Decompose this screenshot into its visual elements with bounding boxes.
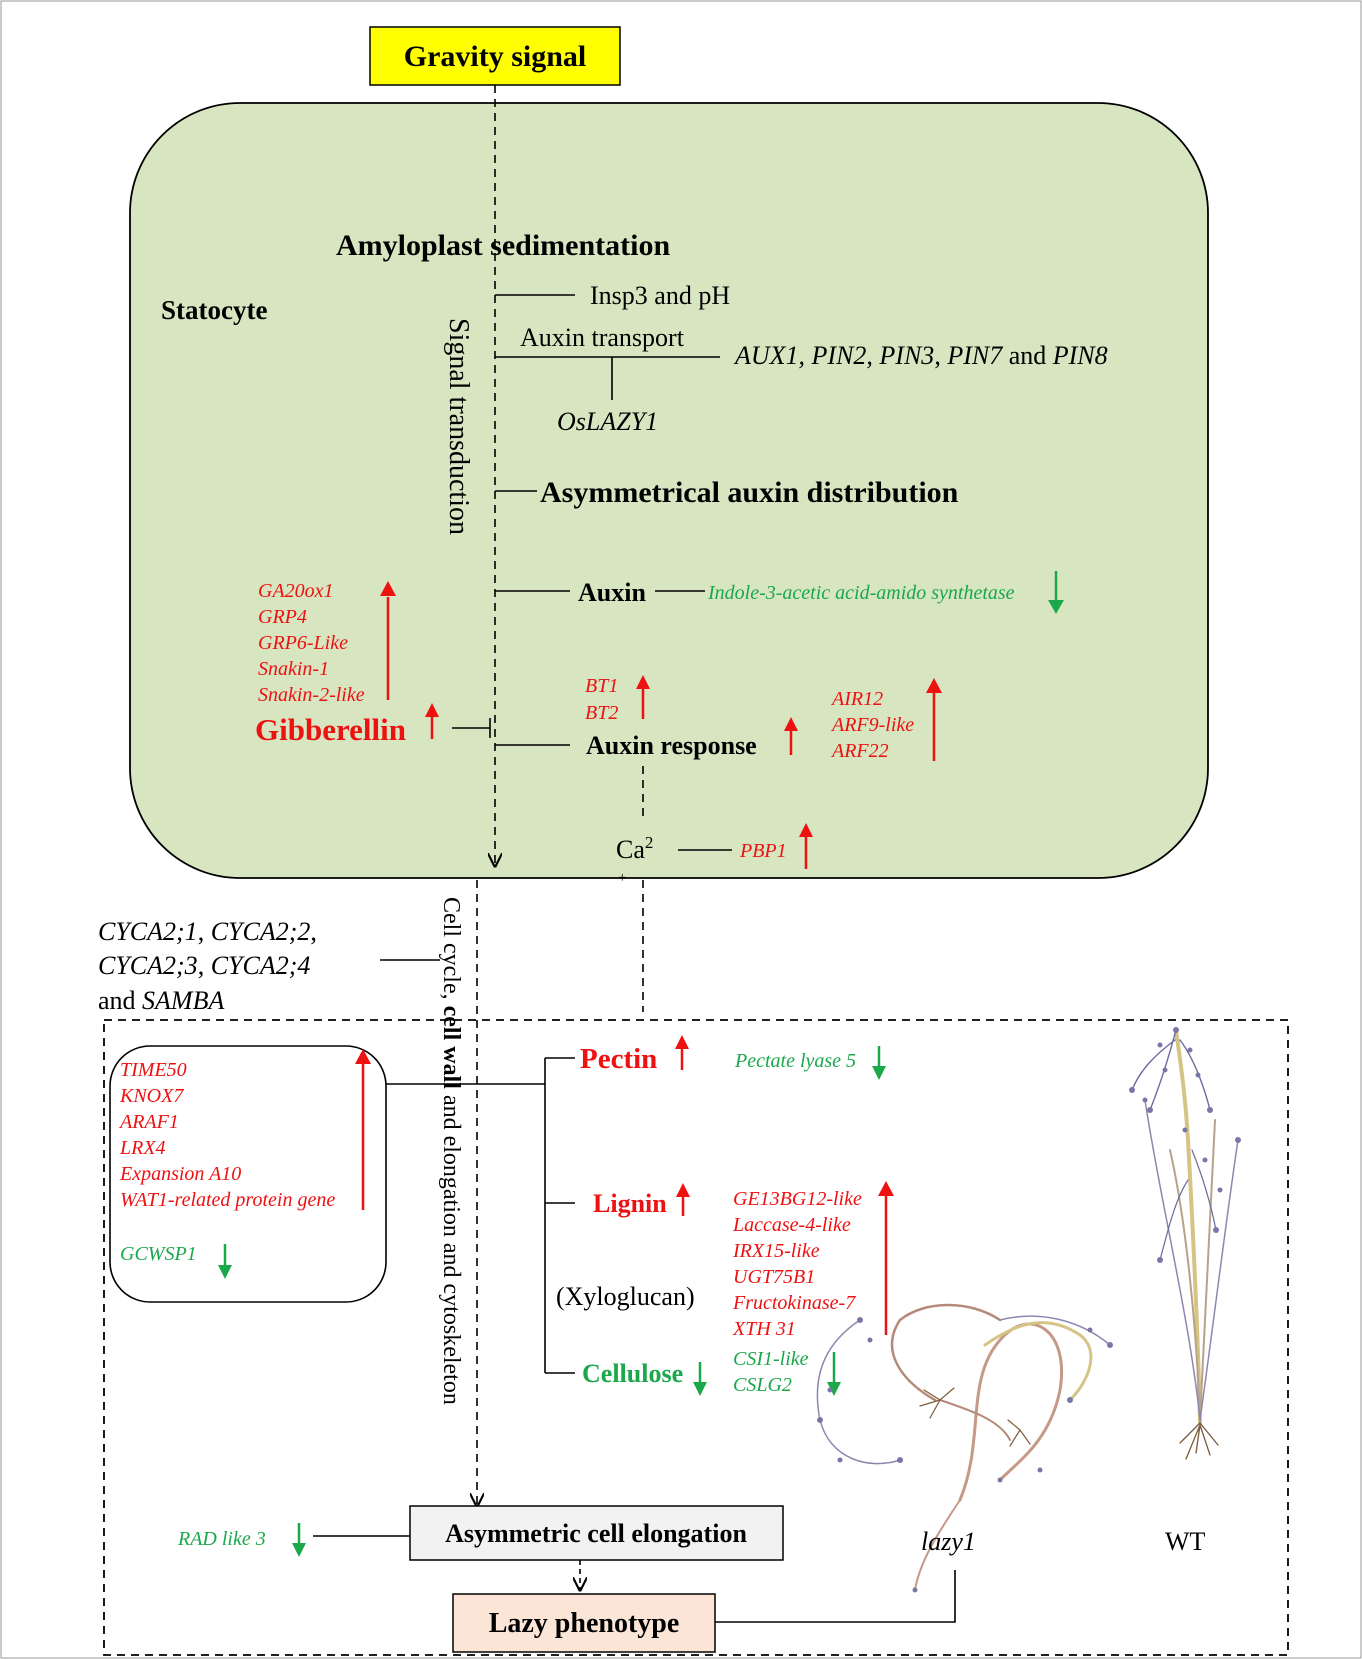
calcium-plus: + xyxy=(618,870,626,886)
gene-csi1-like: CSI1-like xyxy=(733,1348,809,1370)
arrow-up-icon xyxy=(675,1035,689,1070)
gene-wat1: WAT1-related protein gene xyxy=(120,1189,335,1211)
auxin-transport-label: Auxin transport xyxy=(520,323,685,352)
gene-arf22: ARF22 xyxy=(830,740,889,762)
arrow-up-icon xyxy=(380,581,396,700)
insp3-label: Insp3 and pH xyxy=(590,281,730,310)
gene-ugt75b1: UGT75B1 xyxy=(733,1266,815,1288)
iaa-synthetase-label: Indole-3-acetic acid-amido synthetase xyxy=(707,582,1015,604)
gene-ga20ox1: GA20ox1 xyxy=(258,580,334,602)
wt-plant-illustration xyxy=(1129,1027,1241,1460)
gene-cslg2: CSLG2 xyxy=(733,1374,792,1396)
xyloglucan-label: (Xyloglucan) xyxy=(556,1282,695,1311)
gene-gcwsp1: GCWSP1 xyxy=(120,1243,197,1265)
lazy1-plant-illustration xyxy=(816,1303,1113,1593)
gene-arf9-like: ARF9-like xyxy=(830,714,914,736)
oslazy1-label: OsLAZY1 xyxy=(557,407,658,436)
arrow-up-icon xyxy=(425,703,439,739)
arrow-down-icon xyxy=(218,1244,232,1279)
lazy-phenotype-box xyxy=(452,1593,716,1653)
gene-lrx4: LRX4 xyxy=(119,1137,166,1159)
cellulose-label: Cellulose xyxy=(582,1359,683,1388)
cell-wall-gene-box xyxy=(109,1045,387,1303)
gene-knox7: KNOX7 xyxy=(119,1085,184,1107)
statocyte-box xyxy=(129,102,1209,879)
gene-time50: TIME50 xyxy=(120,1059,187,1081)
gene-pectate-lyase-5: Pectate lyase 5 xyxy=(734,1050,856,1072)
calcium-label: Ca2 xyxy=(616,833,653,864)
gene-rad-like-3: RAD like 3 xyxy=(177,1528,266,1550)
arrow-up-icon xyxy=(878,1181,894,1335)
gene-laccase-4-like: Laccase-4-like xyxy=(732,1214,851,1236)
lazy1-label: lazy1 xyxy=(921,1527,976,1556)
arrow-up-icon xyxy=(799,823,813,869)
gene-bt2: BT2 xyxy=(585,702,618,724)
gene-expansion-a10: Expansion A10 xyxy=(119,1163,241,1185)
gene-bt1: BT1 xyxy=(585,675,618,697)
gene-pbp1: PBP1 xyxy=(739,840,787,862)
gene-ge13bg12-like: GE13BG12-like xyxy=(733,1188,862,1210)
phenotype-to-lazy1-connector xyxy=(715,1570,956,1623)
cyca-line-3: and SAMBA xyxy=(98,986,224,1015)
gibberellin-label: Gibberellin xyxy=(255,712,406,747)
gene-irx15-like: IRX15-like xyxy=(732,1240,820,1262)
cell-wall-region xyxy=(103,1019,1289,1656)
amyloplast-label: Amyloplast sedimentation xyxy=(336,229,670,262)
cyca-line-2: CYCA2;3, CYCA2;4 xyxy=(98,951,310,980)
statocyte-label: Statocyte xyxy=(161,295,267,325)
gene-grp4: GRP4 xyxy=(258,606,307,628)
arrow-down-icon xyxy=(292,1523,306,1557)
lignin-label: Lignin xyxy=(593,1189,667,1218)
cyca-line-1: CYCA2;1, CYCA2;2, xyxy=(98,917,317,946)
arrow-up-icon xyxy=(676,1183,690,1216)
gene-snakin-1: Snakin-1 xyxy=(258,658,329,680)
arrow-down-icon xyxy=(693,1362,707,1396)
cell-cycle-vertical-label: Cell cycle, cell wall and elongation and… xyxy=(438,897,464,1405)
lazy-phenotype-label: Lazy phenotype xyxy=(489,1608,680,1639)
gene-air12: AIR12 xyxy=(830,688,883,710)
gene-fructokinase-7: Fructokinase-7 xyxy=(732,1292,856,1314)
arrow-up-icon xyxy=(636,675,650,719)
signal-transduction-label: Signal transduction xyxy=(443,318,474,535)
gene-araf1: ARAF1 xyxy=(118,1111,179,1133)
gravity-signal-label: Gravity signal xyxy=(404,40,587,73)
asymmetric-elongation-label: Asymmetric cell elongation xyxy=(445,1519,747,1548)
arrow-down-icon xyxy=(872,1046,886,1080)
asymmetrical-auxin-label: Asymmetrical auxin distribution xyxy=(540,476,959,509)
auxin-label: Auxin xyxy=(578,578,646,607)
gene-xth31: XTH 31 xyxy=(732,1318,796,1340)
gene-snakin-2-like: Snakin-2-like xyxy=(258,684,365,706)
wt-label: WT xyxy=(1165,1527,1206,1556)
pectin-label: Pectin xyxy=(580,1043,657,1075)
arrow-up-icon xyxy=(784,717,798,755)
auxin-response-label: Auxin response xyxy=(586,731,757,760)
asymmetric-elongation-box xyxy=(409,1505,784,1561)
arrow-up-icon xyxy=(355,1049,371,1210)
gravity-signal-box xyxy=(369,26,621,86)
gene-grp6-like: GRP6-Like xyxy=(258,632,348,654)
arrow-down-icon xyxy=(1048,571,1064,614)
transport-genes-label: AUX1, PIN2, PIN3, PIN7 and PIN8 xyxy=(733,341,1108,370)
arrow-up-icon xyxy=(926,678,942,761)
arrow-down-icon xyxy=(827,1352,841,1396)
